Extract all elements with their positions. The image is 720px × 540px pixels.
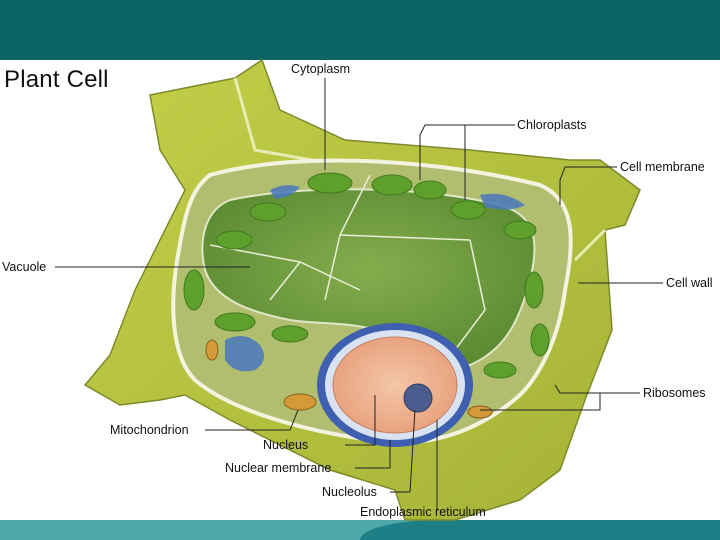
label-nucleus: Nucleus	[263, 438, 308, 452]
chloroplast	[504, 221, 536, 239]
label-chloroplasts: Chloroplasts	[517, 118, 586, 132]
mitochondrion	[284, 394, 316, 410]
nucleus-group	[317, 323, 473, 447]
label-cell-membrane: Cell membrane	[620, 160, 705, 174]
chloroplast	[484, 362, 516, 378]
label-ribosomes: Ribosomes	[643, 386, 706, 400]
chloroplast	[215, 313, 255, 331]
mitochondrion	[206, 340, 218, 360]
nucleolus	[404, 384, 432, 412]
chloroplast	[451, 201, 485, 219]
label-endoplasmic-reticulum: Endoplasmic reticulum	[360, 505, 486, 519]
chloroplast	[308, 173, 352, 193]
label-vacuole: Vacuole	[2, 260, 46, 274]
chloroplast	[216, 231, 252, 249]
chloroplast	[531, 324, 549, 356]
label-nucleolus: Nucleolus	[322, 485, 377, 499]
label-cytoplasm: Cytoplasm	[291, 62, 350, 76]
chloroplast	[272, 326, 308, 342]
label-nuclear-membrane: Nuclear membrane	[225, 461, 331, 475]
chloroplast	[250, 203, 286, 221]
chloroplast	[372, 175, 412, 195]
nucleus	[333, 337, 457, 433]
chloroplast	[414, 181, 446, 199]
mitochondrion	[468, 406, 492, 418]
label-mitochondrion: Mitochondrion	[110, 423, 189, 437]
chloroplast	[525, 272, 543, 308]
label-cell-wall: Cell wall	[666, 276, 713, 290]
chloroplast	[184, 270, 204, 310]
